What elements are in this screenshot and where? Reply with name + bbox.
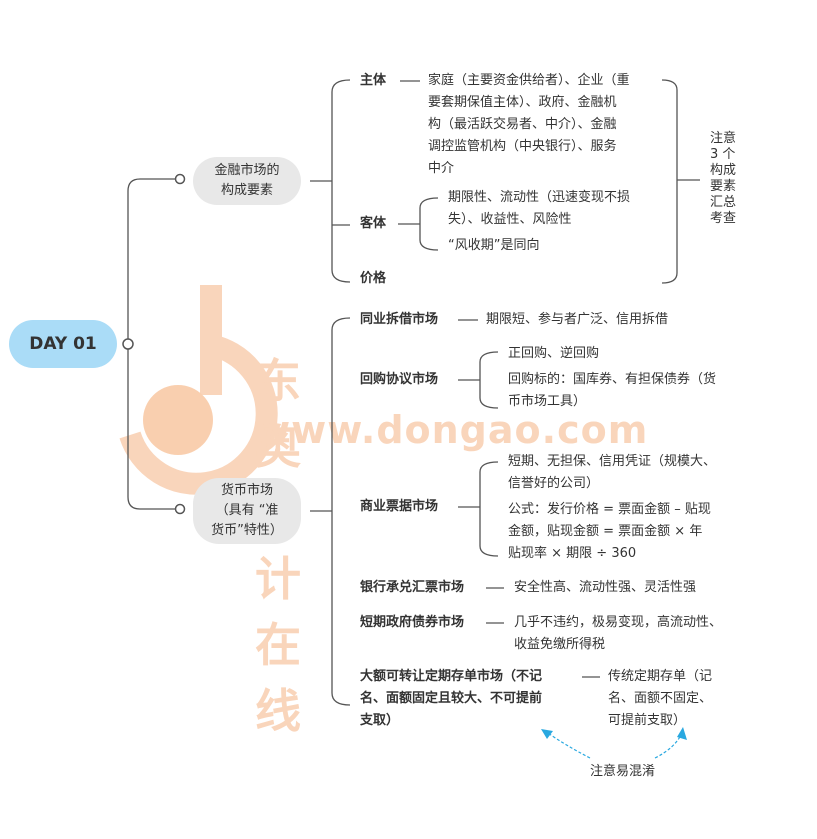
node-object[interactable]: 客体 xyxy=(360,216,387,231)
node-repo[interactable]: 回购协议市场 xyxy=(360,372,439,387)
category-node-money-market[interactable]: 货币市场 （具有 “准 货币”特性） xyxy=(193,478,301,544)
node-cd-market[interactable]: 大额可转让定期存单市场（不记 名、面额固定且较大、不可提前 支取） xyxy=(360,669,543,728)
node-interbank-lending[interactable]: 同业拆借市场 xyxy=(360,312,439,327)
cd-market-details: 传统定期存单（记 名、面额不固定、 可提前支取） xyxy=(608,669,713,728)
repo-details: 正回购、逆回购 回购标的：国库券、有担保债券（货 币市场工具） xyxy=(508,346,717,409)
node-subject[interactable]: 主体 xyxy=(360,73,387,88)
watermark-url: www.dongao.com xyxy=(255,408,649,452)
category-label-line: 金融市场的 xyxy=(214,163,280,178)
node-short-term-gov-bonds[interactable]: 短期政府债券市场 xyxy=(360,615,465,630)
summary-note: 注意 3 个 构成 要素 汇总 考查 xyxy=(710,131,737,226)
object-details: 期限性、流动性（迅速变现不损 失）、收益性、风险性 “风收期”是同向 xyxy=(448,190,631,253)
arrow-head-icon xyxy=(677,727,687,740)
arrow-head-icon xyxy=(541,729,553,739)
dongao-logo-icon xyxy=(119,285,278,495)
node-price[interactable]: 价格 xyxy=(360,271,387,286)
subject-details: 家庭（主要资金供给者）、企业（重 要套期保值主体）、政府、金融机 构（最活跃交易… xyxy=(428,73,630,176)
node-commercial-paper[interactable]: 商业票据市场 xyxy=(360,499,439,514)
interbank-details: 期限短、参与者广泛、信用拆借 xyxy=(486,312,669,327)
category-label-line: 构成要素 xyxy=(220,183,273,198)
category-label-line: （具有 “准 xyxy=(215,503,279,518)
category-label-line: 货币市场 xyxy=(220,483,273,498)
category-label-line: 货币”特性） xyxy=(211,523,283,538)
root-label: DAY 01 xyxy=(29,334,97,354)
confusion-callout: 注意易混淆 xyxy=(590,764,656,779)
bankers-acceptance-details: 安全性高、流动性强、灵活性强 xyxy=(514,580,697,595)
root-node[interactable]: DAY 01 xyxy=(9,320,117,368)
gov-bonds-details: 几乎不违约，极易变现，高流动性、 收益免缴所得税 xyxy=(514,615,723,652)
node-bankers-acceptance[interactable]: 银行承兑汇票市场 xyxy=(360,580,465,595)
category-node-financial-market-elements[interactable]: 金融市场的 构成要素 xyxy=(193,157,301,205)
commercial-paper-details: 短期、无担保、信用凭证（规模大、 信誉好的公司） 公式：发行价格 = 票面金额 … xyxy=(508,454,717,561)
